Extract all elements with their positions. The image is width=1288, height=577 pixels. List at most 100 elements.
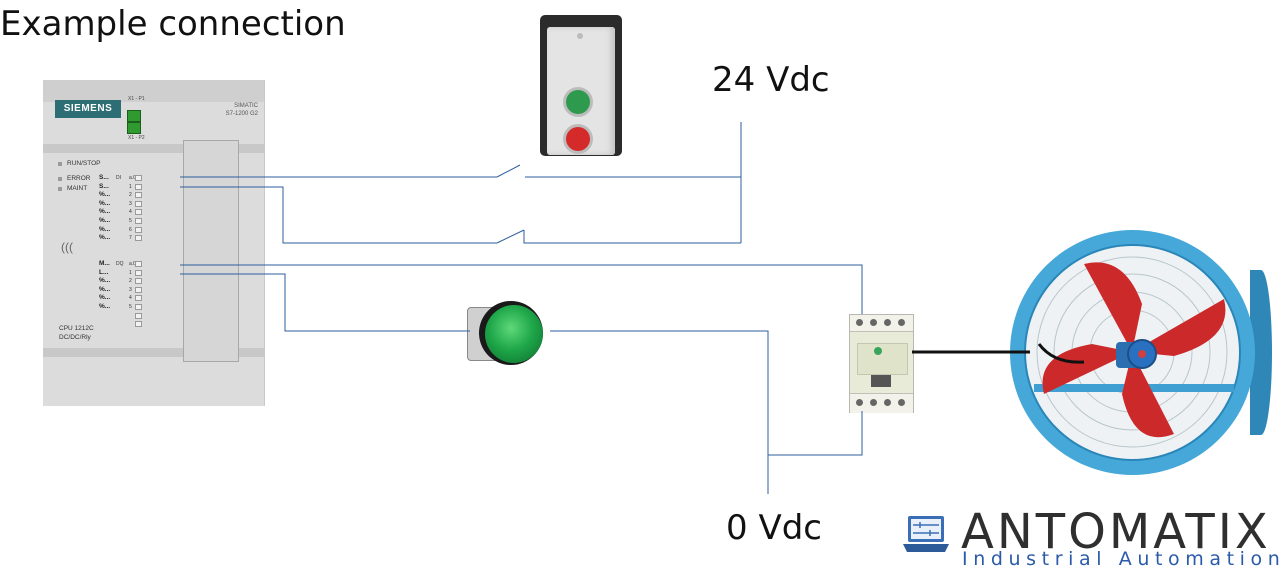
do-led [135, 304, 142, 310]
di-led [135, 209, 142, 216]
plc-model-line1: SIMATIC [234, 103, 258, 109]
di-led [135, 226, 142, 233]
di-channel-number: a.0 [129, 175, 136, 181]
wire-stop-contact-to-24v [523, 230, 741, 244]
di-led [135, 235, 142, 242]
status-led-label: RUN/STOP [67, 160, 101, 167]
do-channel-number: 5 [129, 304, 132, 310]
logo-name: ANTOMATIX [961, 504, 1271, 560]
switch-start-contact-icon [496, 164, 521, 178]
do-name: %... [99, 277, 111, 285]
plc-model: SIMATIC S7-1200 G2 [208, 102, 258, 118]
wire-di1-to-stop-contact [180, 186, 497, 244]
status-led-label: ERROR [67, 175, 91, 182]
laptop-ladder-logo-icon [903, 516, 949, 552]
wire-dq1-to-pilot-light [180, 273, 470, 332]
terminal-screw [870, 399, 877, 406]
terminal-screw [898, 319, 905, 326]
terminal-screw [898, 399, 905, 406]
switch-stop-contact-icon [496, 229, 525, 244]
status-led [58, 177, 62, 181]
di-name: %... [99, 199, 111, 207]
di-channel-number: 6 [129, 226, 132, 233]
di-name: S... [99, 174, 109, 181]
stop-button-icon [566, 127, 590, 151]
di-channel-number: 5 [129, 218, 132, 224]
terminal-screw [884, 319, 891, 326]
do-channel-number: 1 [129, 269, 132, 276]
di-led [135, 183, 142, 190]
plc-cpu-line2: DC/DC/Rly [59, 334, 91, 341]
contactor-face [857, 343, 908, 375]
wireless-icon: ((( [61, 240, 73, 254]
di-name: %... [99, 217, 111, 224]
do-led [135, 295, 142, 302]
di-channel-number: 7 [129, 235, 132, 242]
do-name: %... [99, 303, 111, 310]
wire-contactor-to-0v [768, 411, 863, 456]
terminal-screw [884, 399, 891, 406]
wire-dq0-to-contactor [180, 264, 863, 314]
plc-model-line2: S7-1200 G2 [225, 111, 258, 117]
antomatix-logo: ANTOMATIX Industrial Automation [900, 504, 1288, 577]
di-led [135, 218, 142, 224]
do-led [135, 261, 142, 267]
contactor-top-terminals [850, 315, 913, 332]
plc-brand: SIEMENS [55, 100, 121, 118]
plc-cpu-label: CPU 1212C DC/DC/Rly [59, 324, 94, 342]
plc-cpu-line1: CPU 1212C [59, 325, 94, 332]
do-led [135, 321, 142, 328]
diagram-title: Example connection [0, 4, 346, 44]
contactor-indicator-window [871, 375, 891, 387]
fan-housing-side [1250, 270, 1272, 435]
do-channel-number: a.0 [129, 261, 136, 267]
green-pilot-light-icon [467, 297, 555, 367]
ethernet-port-icon [127, 110, 141, 122]
start-stop-station-icon [537, 15, 625, 156]
terminal-screw [870, 319, 877, 326]
plc-port2-label: X1 - P2 [128, 135, 145, 141]
di-name: %... [99, 208, 111, 216]
do-name: M... [99, 260, 110, 267]
ethernet-port-icon [127, 122, 141, 134]
fan-grill-icon [1034, 256, 1234, 448]
do-channel-number: 3 [129, 286, 132, 293]
di-channel-number: 3 [129, 200, 132, 207]
station-screw [577, 33, 583, 39]
terminal-screw [856, 399, 863, 406]
di-channel-number: 1 [129, 183, 132, 190]
status-led [58, 162, 62, 166]
status-led [58, 187, 62, 191]
start-button-icon [566, 90, 590, 114]
do-led [135, 269, 142, 276]
do-led [135, 278, 142, 285]
contactor-bottom-terminals [850, 393, 913, 413]
di-name: S... [99, 182, 109, 190]
do-name: %... [99, 294, 111, 302]
contactor-icon [849, 314, 914, 413]
terminal-screw [856, 319, 863, 326]
di-name: %... [99, 234, 111, 242]
contactor-logo-icon [874, 347, 882, 355]
do-led [135, 312, 142, 319]
di-led [135, 200, 142, 207]
di-channel-number: 4 [129, 209, 132, 216]
pilot-light-lens [485, 305, 543, 363]
do-channel-number: 4 [129, 295, 132, 302]
label-24vdc: 24 Vdc [712, 60, 830, 100]
wire-pilot-light-to-0v [550, 330, 769, 494]
status-led-label: MAINT [67, 185, 88, 192]
di-name: %... [99, 225, 111, 233]
di-channel-number: 2 [129, 192, 132, 199]
do-name: L... [99, 268, 109, 276]
plc-port1-label: X1 - P1 [128, 96, 145, 102]
axial-fan-icon [1010, 230, 1273, 475]
do-led [135, 286, 142, 293]
plc-stripe [43, 348, 264, 357]
di-name: %... [99, 191, 111, 199]
plc-top-bar [43, 80, 264, 102]
do-name: %... [99, 285, 111, 293]
do-channel-number: 2 [129, 278, 132, 285]
do-group-label: DQ [116, 261, 124, 267]
